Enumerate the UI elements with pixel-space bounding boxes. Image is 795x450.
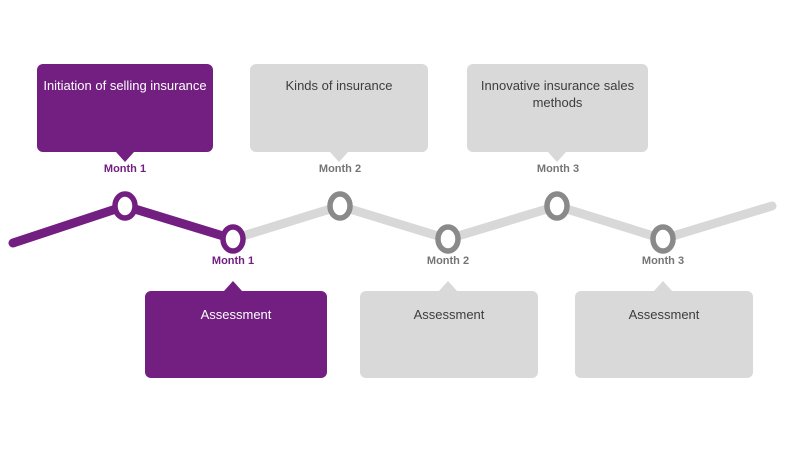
card-pointer-down [116,152,134,162]
month-label-top-1: Month 1 [103,163,147,175]
card-pointer-up [224,281,242,291]
card-assessment-month1[interactable]: Assessment [145,291,327,378]
month-label-bottom-2: Month 2 [426,255,470,267]
month-label-top-3: Month 3 [536,163,580,175]
card-label: Assessment [628,307,700,322]
card-label: Assessment [413,307,485,322]
card-assessment-month2[interactable]: Assessment [360,291,538,378]
timeline-segment-future [228,201,777,244]
node-month1-bottom [220,224,246,254]
card-label: Kinds of insurance [285,78,393,93]
card-label: Assessment [200,307,272,322]
node-month3-bottom [650,224,676,254]
card-pointer-up [439,281,457,291]
card-label: Initiation of selling insurance [43,78,207,93]
card-pointer-down [330,152,348,162]
card-assessment-month3[interactable]: Assessment [575,291,753,378]
month-label-top-2: Month 2 [318,163,362,175]
card-pointer-up [654,281,672,291]
card-kinds-of-insurance[interactable]: Kinds of insurance [250,64,428,152]
node-month1-top [112,191,138,221]
node-month2-top [327,191,353,221]
month-label-bottom-1: Month 1 [211,255,255,267]
node-month3-top [544,191,570,221]
card-pointer-down [548,152,566,162]
node-month2-bottom [435,224,461,254]
card-initiation-of-selling-insurance[interactable]: Initiation of selling insurance [37,64,213,152]
card-innovative-insurance-sales-methods[interactable]: Innovative insurance sales methods [467,64,648,152]
month-label-bottom-3: Month 3 [641,255,685,267]
card-label: Innovative insurance sales methods [480,78,635,110]
